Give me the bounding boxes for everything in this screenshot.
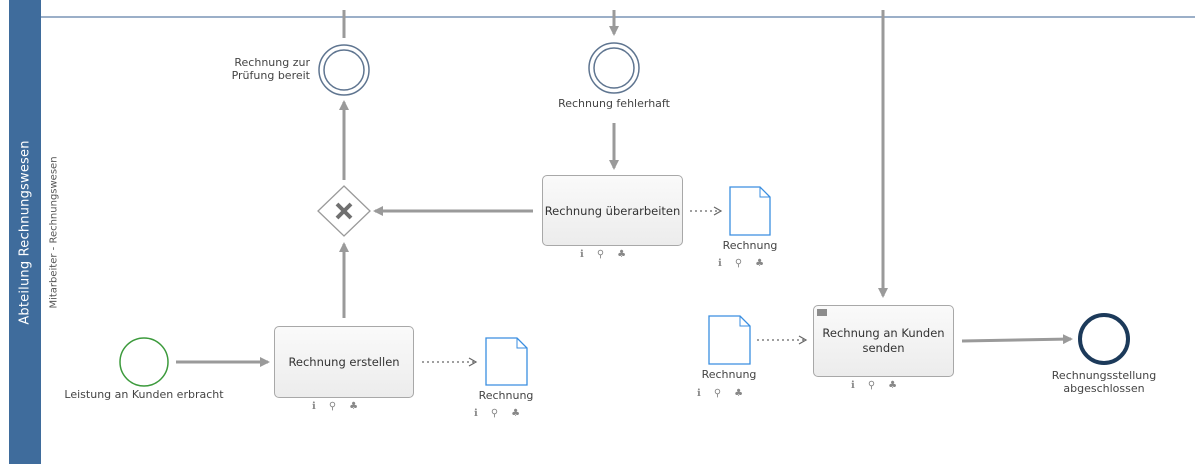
data-associations [422, 206, 808, 367]
info-icon[interactable]: ℹ [697, 388, 701, 399]
start-event[interactable] [119, 337, 169, 387]
intermediate-event-ready-inner [323, 49, 365, 91]
data-object-doc3[interactable] [708, 315, 751, 365]
end-event[interactable] [1078, 313, 1130, 365]
info-icon[interactable]: ℹ [851, 380, 855, 391]
envelope-icon [817, 309, 827, 316]
data-object-doc2[interactable] [729, 186, 771, 236]
hierarchy-icon[interactable]: ♣ [617, 249, 627, 260]
task-create-invoice[interactable]: Rechnung erstellen [274, 326, 414, 398]
info-icon[interactable]: ℹ [312, 401, 316, 412]
hierarchy-icon[interactable]: ♣ [511, 408, 521, 419]
hierarchy-icon[interactable]: ♣ [755, 258, 765, 269]
attachment-icon[interactable]: ⚲ [867, 380, 876, 391]
hierarchy-icon[interactable]: ♣ [349, 401, 359, 412]
doc3-label: Rechnung [701, 368, 757, 381]
attachment-icon[interactable]: ⚲ [713, 388, 722, 399]
info-icon[interactable]: ℹ [474, 408, 478, 419]
intermediate-ready-label: Rechnung zur Prüfung bereit [231, 56, 310, 82]
attachment-icon[interactable]: ⚲ [596, 249, 605, 260]
pool-header [9, 0, 41, 464]
attachment-icon[interactable]: ⚲ [734, 258, 743, 269]
doc2-label: Rechnung [722, 239, 778, 252]
doc1-label: Rechnung [478, 389, 534, 402]
attachment-icon[interactable]: ⚲ [490, 408, 499, 419]
end-event-label: Rechnungsstellung abgeschlossen [1051, 369, 1157, 395]
intermediate-event-faulty-inner [593, 47, 635, 89]
task-create-label: Rechnung erstellen [288, 355, 400, 369]
task-send-invoice[interactable]: Rechnung an Kunden senden [813, 305, 954, 377]
x-icon [335, 202, 353, 220]
doc3-icons: ℹ ⚲ ♣ [697, 388, 743, 399]
info-icon[interactable]: ℹ [580, 249, 584, 260]
info-icon[interactable]: ℹ [718, 258, 722, 269]
task-create-icons: ℹ ⚲ ♣ [312, 401, 358, 412]
task-send-label: Rechnung an Kunden senden [822, 326, 945, 355]
sequence-flows [176, 10, 1073, 367]
hierarchy-icon[interactable]: ♣ [888, 380, 898, 391]
start-event-label: Leistung an Kunden erbracht [64, 388, 224, 401]
data-object-doc1[interactable] [485, 337, 528, 386]
task-send-icons: ℹ ⚲ ♣ [851, 380, 897, 391]
doc2-icons: ℹ ⚲ ♣ [718, 258, 764, 269]
attachment-icon[interactable]: ⚲ [328, 401, 337, 412]
task-rework-icons: ℹ ⚲ ♣ [580, 249, 626, 260]
intermediate-faulty-label: Rechnung fehlerhaft [558, 97, 670, 110]
doc1-icons: ℹ ⚲ ♣ [474, 408, 520, 419]
exclusive-gateway[interactable] [317, 185, 371, 237]
hierarchy-icon[interactable]: ♣ [734, 388, 744, 399]
flow-send-to-end[interactable] [961, 334, 1073, 345]
task-rework-label: Rechnung überarbeiten [544, 203, 681, 218]
task-rework-invoice[interactable]: Rechnung überarbeiten [542, 175, 683, 246]
